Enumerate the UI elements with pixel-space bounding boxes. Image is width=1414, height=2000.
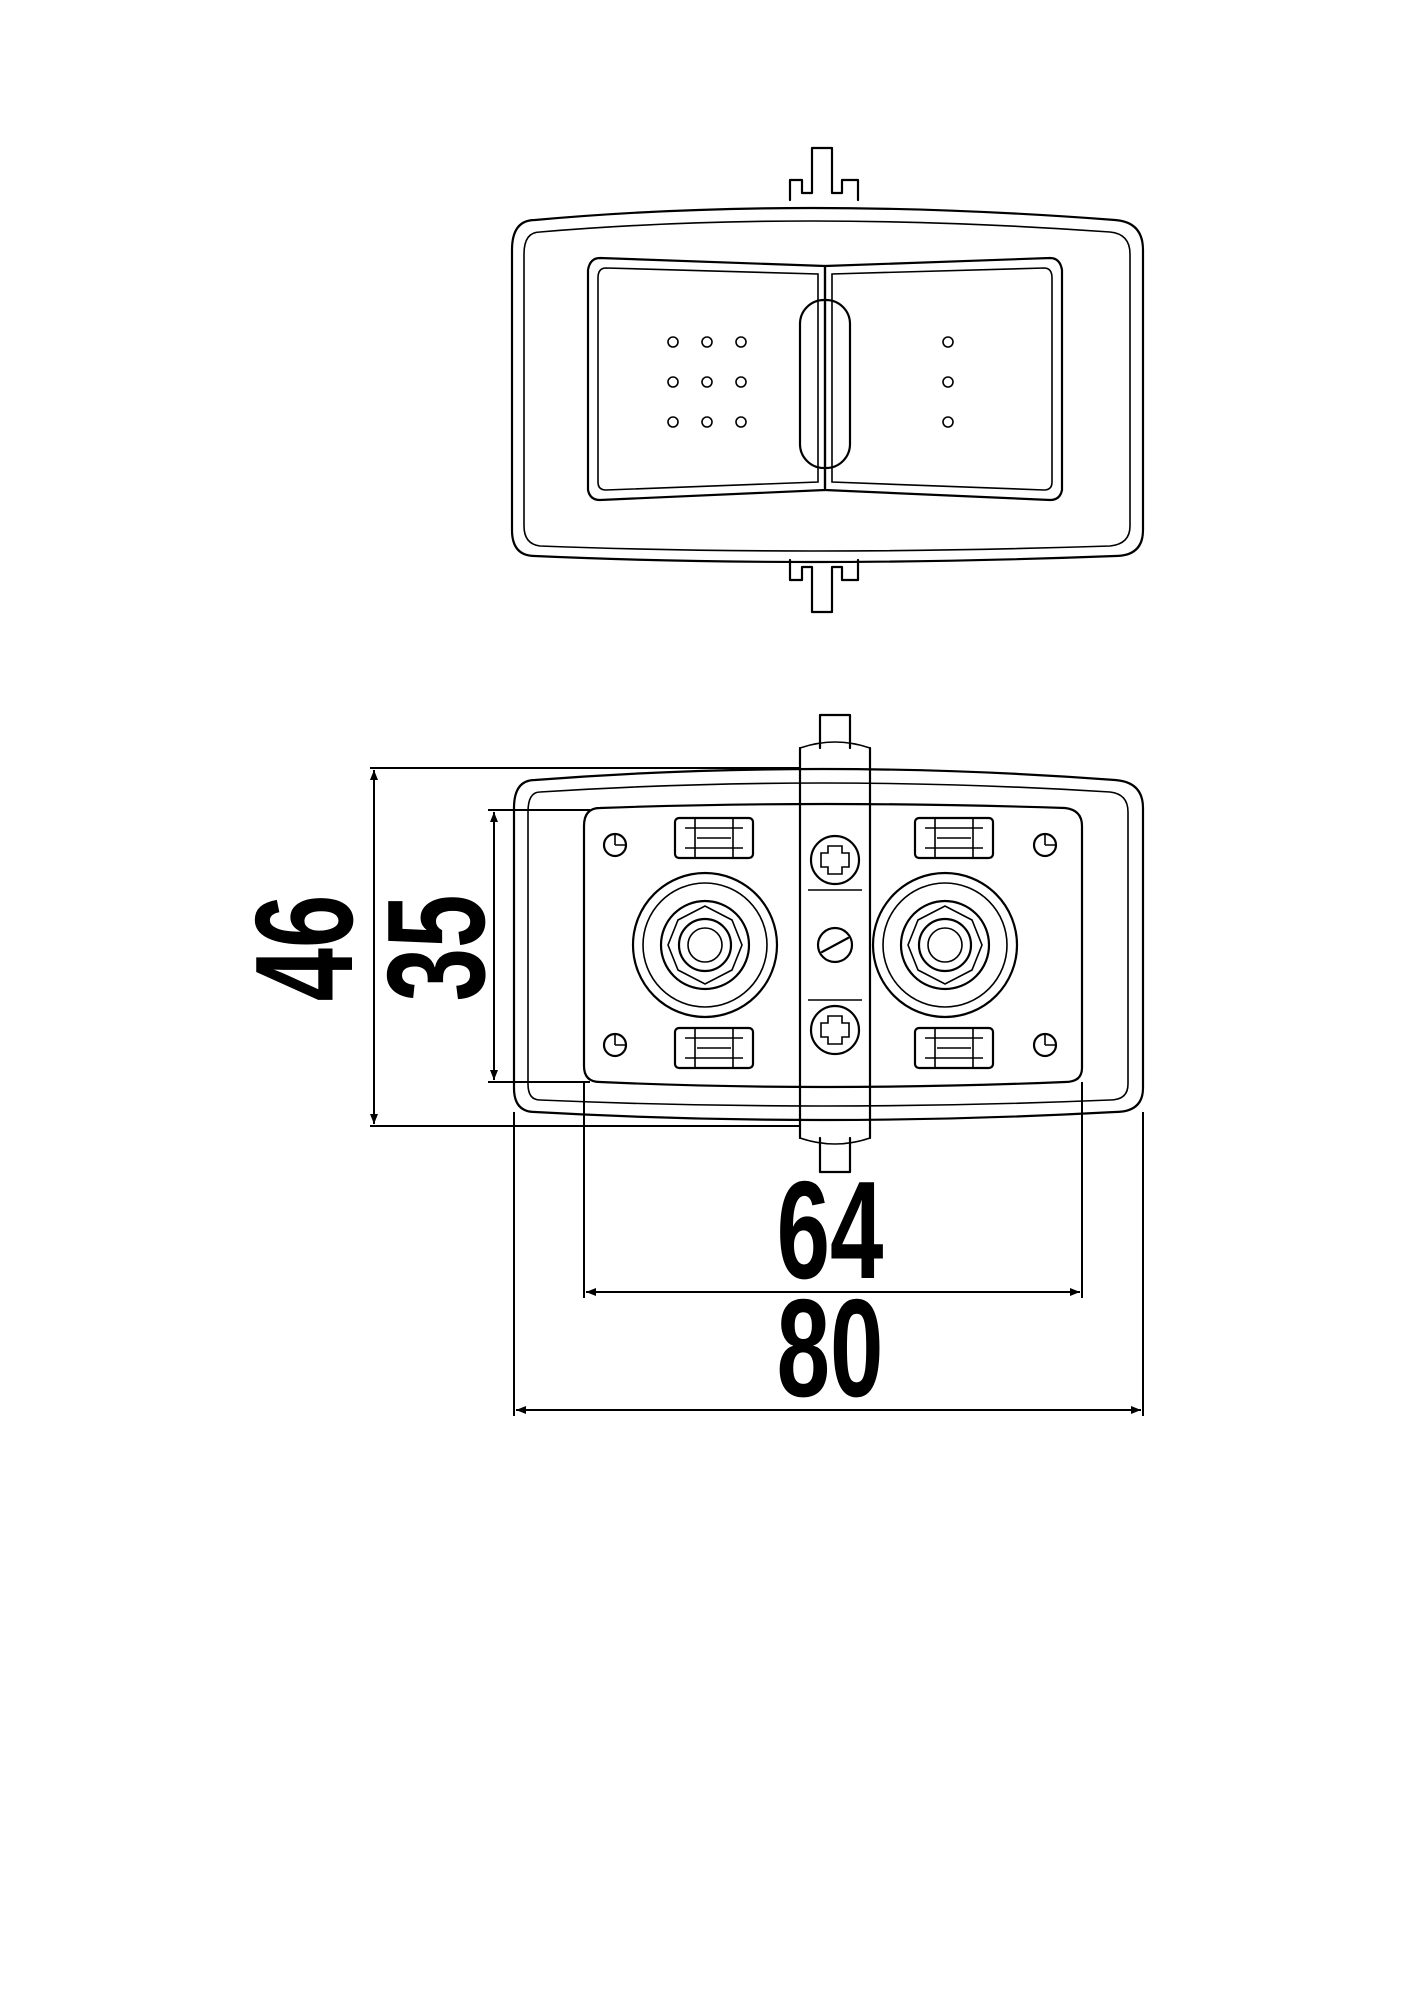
front-bottom-tab bbox=[788, 558, 860, 614]
right-paddle-outer bbox=[823, 256, 1064, 502]
dimension-labels: 46 35 64 80 bbox=[227, 895, 883, 1427]
dim-label-overall-width: 80 bbox=[777, 1271, 884, 1426]
center-slot-screw-icon bbox=[816, 926, 854, 964]
spring-clips bbox=[673, 816, 995, 1070]
left-indicator-dots bbox=[667, 336, 747, 428]
left-terminal-icon bbox=[631, 871, 779, 1019]
rear-back-plate bbox=[582, 802, 1084, 1089]
dim-label-overall-height: 46 bbox=[227, 895, 382, 1002]
front-view bbox=[510, 146, 1145, 614]
right-paddle-inner bbox=[831, 267, 1053, 491]
dimension-lines bbox=[370, 767, 1144, 1416]
dim-label-inner-width: 64 bbox=[777, 1153, 884, 1308]
right-terminal-icon bbox=[871, 871, 1019, 1019]
front-top-tab bbox=[788, 146, 860, 202]
rear-housing-inner bbox=[527, 782, 1129, 1107]
left-paddle-inner bbox=[597, 267, 819, 491]
corner-holes bbox=[602, 832, 1058, 1058]
dim-label-inner-height: 35 bbox=[359, 895, 514, 1002]
right-indicator-dots bbox=[942, 336, 954, 428]
bottom-mount-screw-icon bbox=[809, 1004, 861, 1056]
front-bezel-inner bbox=[523, 220, 1131, 552]
left-paddle-outer bbox=[586, 256, 827, 502]
front-bezel-outer bbox=[510, 206, 1145, 564]
rear-housing-outer bbox=[512, 767, 1145, 1122]
rear-view bbox=[512, 713, 1145, 1174]
center-mount-strip bbox=[798, 746, 872, 1140]
top-mount-screw-icon bbox=[809, 834, 861, 886]
